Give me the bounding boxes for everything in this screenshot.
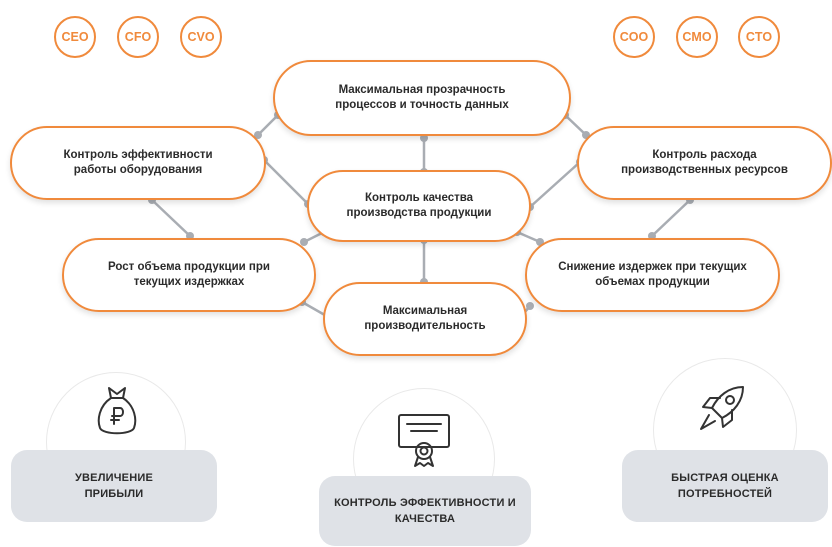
goal-resources: Контроль расхода производственных ресурс… — [577, 126, 832, 200]
role-badge-coo: COO — [613, 16, 655, 58]
role-badge-ceo: CEO — [54, 16, 96, 58]
money-bag-ruble-icon — [97, 387, 137, 435]
card-control: КОНТРОЛЬ ЭФФЕКТИВНОСТИ И КАЧЕСТВА — [319, 476, 531, 546]
goal-costs: Снижение издержек при текущих объемах пр… — [525, 238, 780, 312]
role-badge-cfo: CFO — [117, 16, 159, 58]
rocket-icon — [700, 386, 744, 430]
goal-volume: Рост объема продукции при текущих издерж… — [62, 238, 316, 312]
goal-quality: Контроль качества производства продукции — [307, 170, 531, 242]
role-badge-cvo: CVO — [180, 16, 222, 58]
goal-equipment: Контроль эффективности работы оборудован… — [10, 126, 266, 200]
goal-productivity: Максимальная производительность — [323, 282, 527, 356]
card-assessment: БЫСТРАЯ ОЦЕНКА ПОТРЕБНОСТЕЙ — [622, 450, 828, 522]
certificate-icon — [398, 414, 450, 467]
role-badge-cmo: CMO — [676, 16, 718, 58]
role-badge-cto: CTO — [738, 16, 780, 58]
card-profit: УВЕЛИЧЕНИЕ ПРИБЫЛИ — [11, 450, 217, 522]
goal-transparency: Максимальная прозрачность процессов и то… — [273, 60, 571, 136]
